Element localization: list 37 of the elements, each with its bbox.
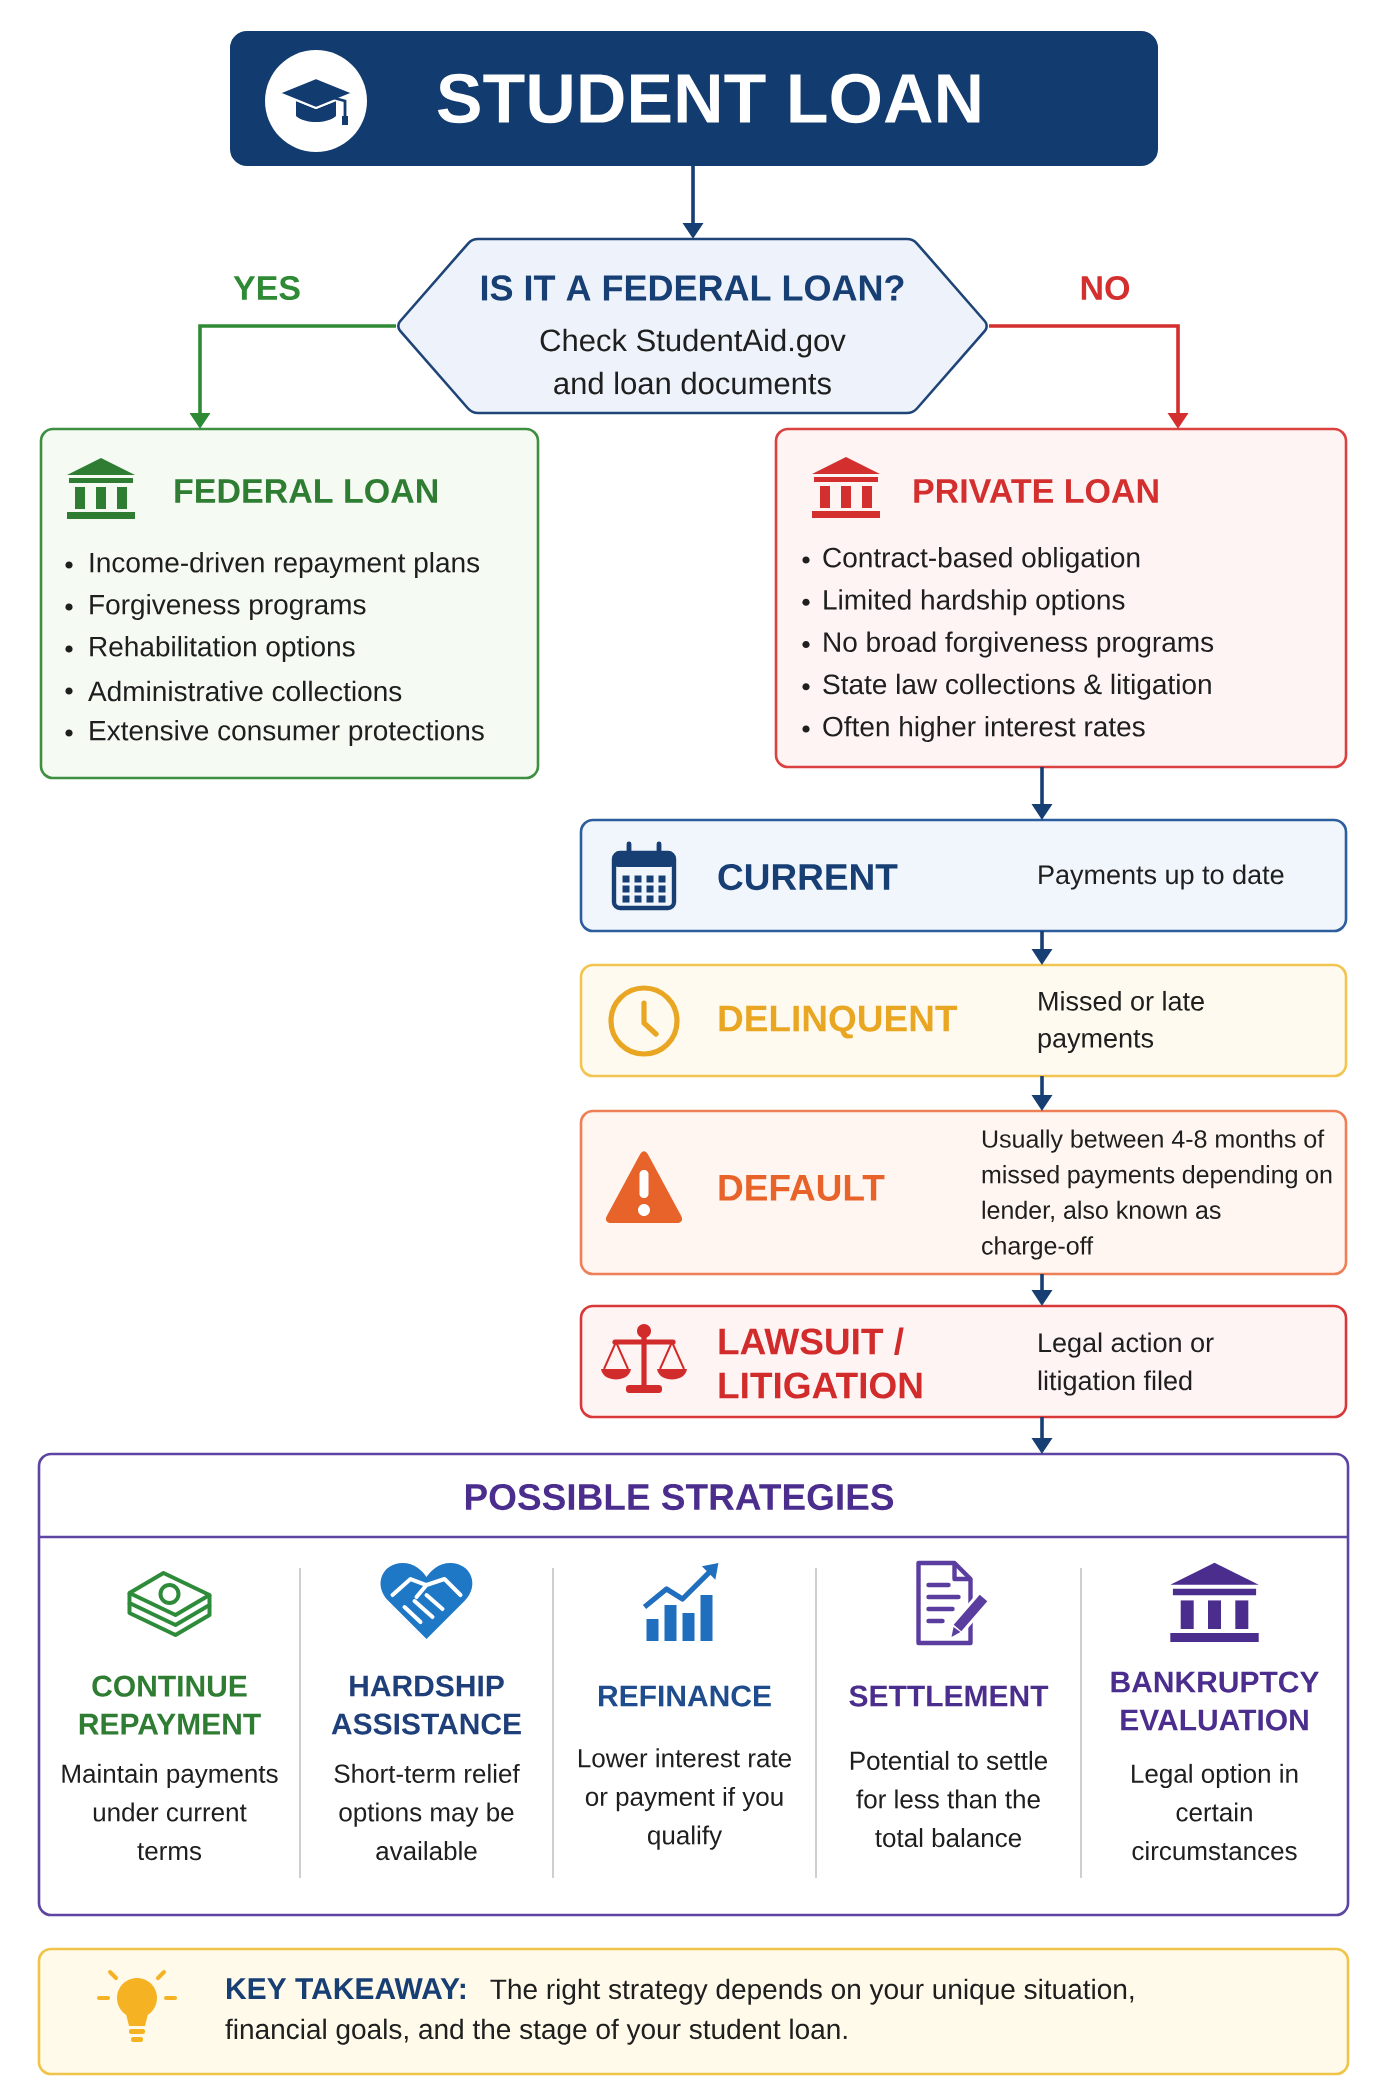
status-heading: DELINQUENT [719,1005,958,1039]
status-description: Usually between 4-8 months of missed payments depending on lender, also known as charge-off [982,1129,1332,1260]
edge-label: NO [1076,272,1134,304]
hint-text: Check StudentAid.gov and loan documents [540,328,846,395]
card-heading: PRIVATE LOAN [914,478,1158,504]
edge-label: YES [230,272,304,304]
bullet-item: Income-driven repayment plans [90,551,480,579]
bullet-item: No broad forgiveness programs [824,631,1214,658]
bullet-item: Contract-based obligation [823,546,1140,574]
panel-heading: POSSIBLE STRATEGIES [465,1483,894,1511]
takeaway-text: KEY TAKEAWAY: The right strategy depends on your unique situation, financial goals, and the stage of your student loan. [225,1978,1134,2045]
bullet-item: Administrative collections [88,680,402,702]
bullet-item: Forgiveness programs [90,593,366,621]
strategy-description: Legal option in certain circumstances [1132,1763,1298,1861]
strategy-description: Lower interest rate or payment if you qualify [579,1748,791,1850]
status-heading: CURRENT [718,863,898,891]
bullet-item: Often higher interest rates [823,715,1145,743]
strategy-description: Maintain payments under current terms [62,1763,278,1861]
strategy-heading: SETTLEMENT [849,1685,1049,1707]
bullet-item: Rehabilitation options [90,635,355,663]
strategy-heading: HARDSHIP ASSISTANCE [331,1675,521,1735]
status-description: Missed or late payments [1038,990,1204,1054]
status-description: Payments up to date [1039,864,1284,890]
question-text: IS IT A FEDERAL LOAN? [481,275,904,301]
status-heading: DEFAULT [719,1175,885,1201]
bullet-item: Extensive consumer protections [90,719,484,747]
title-banner: STUDENT LOAN [230,31,1158,166]
strategy-description: Potential to settle for less than the total balance [850,1750,1048,1848]
status-heading: LAWSUIT / LITIGATION [719,1327,922,1399]
strategy-heading: CONTINUE REPAYMENT [79,1675,261,1735]
strategy-heading: REFINANCE [599,1685,771,1707]
status-description: Legal action or litigation filed [1038,1332,1214,1396]
strategy-description: Short-term relief options may be available [334,1763,520,1861]
strategy-heading: BANKRUPTCY EVALUATION [1111,1671,1319,1731]
bullet-item: Limited hardship options [824,589,1125,616]
bullet-item: State law collections & litigation [823,673,1211,700]
card-heading: FEDERAL LOAN [175,478,437,504]
